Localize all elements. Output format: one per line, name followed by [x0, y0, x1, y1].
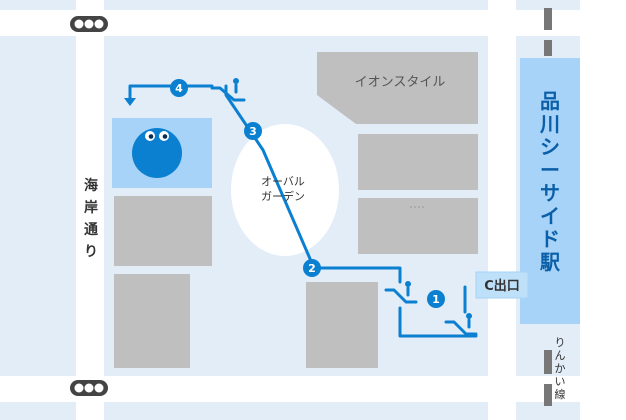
route-step-label: 1 [432, 293, 440, 306]
oval-garden [231, 124, 339, 256]
exit-c-label: C出口 [484, 278, 520, 294]
route-step-3: 3 [244, 122, 262, 140]
station-label: 品川シーサイド駅 [539, 89, 560, 274]
building-block [358, 134, 478, 190]
mascot-icon [132, 128, 182, 178]
building-block [114, 196, 212, 266]
building-block [114, 274, 190, 368]
escalator-icon [384, 281, 418, 304]
traffic-signal-icon [70, 16, 108, 32]
building-blocks [114, 52, 478, 368]
route-step-4: 4 [170, 79, 188, 97]
railway-line [544, 8, 552, 406]
building-aeon [317, 52, 478, 124]
exit-c [475, 271, 529, 299]
route-step-label: 3 [249, 125, 257, 138]
far-right-street [580, 0, 626, 420]
railway-label: りんかい線 [555, 336, 566, 401]
route-step-label: 2 [308, 262, 316, 275]
garden-label: オーバルガーデン [261, 175, 305, 203]
route-step-2: 2 [303, 259, 321, 277]
building-block [306, 282, 378, 368]
station-building [520, 58, 580, 324]
route-arrow-icon [124, 98, 136, 106]
left-street [76, 0, 104, 420]
route-step-label: 4 [175, 82, 183, 95]
escalator-icon [444, 313, 478, 336]
mascot-building [112, 118, 212, 188]
traffic-signal-icon [70, 380, 108, 396]
escalator-icon [210, 78, 246, 102]
street-label: 海岸通り [84, 177, 98, 260]
route-step-1: 1 [427, 290, 445, 308]
building-block [358, 198, 478, 254]
aeon-label: イオンスタイル [355, 75, 446, 90]
right-street [488, 0, 516, 420]
